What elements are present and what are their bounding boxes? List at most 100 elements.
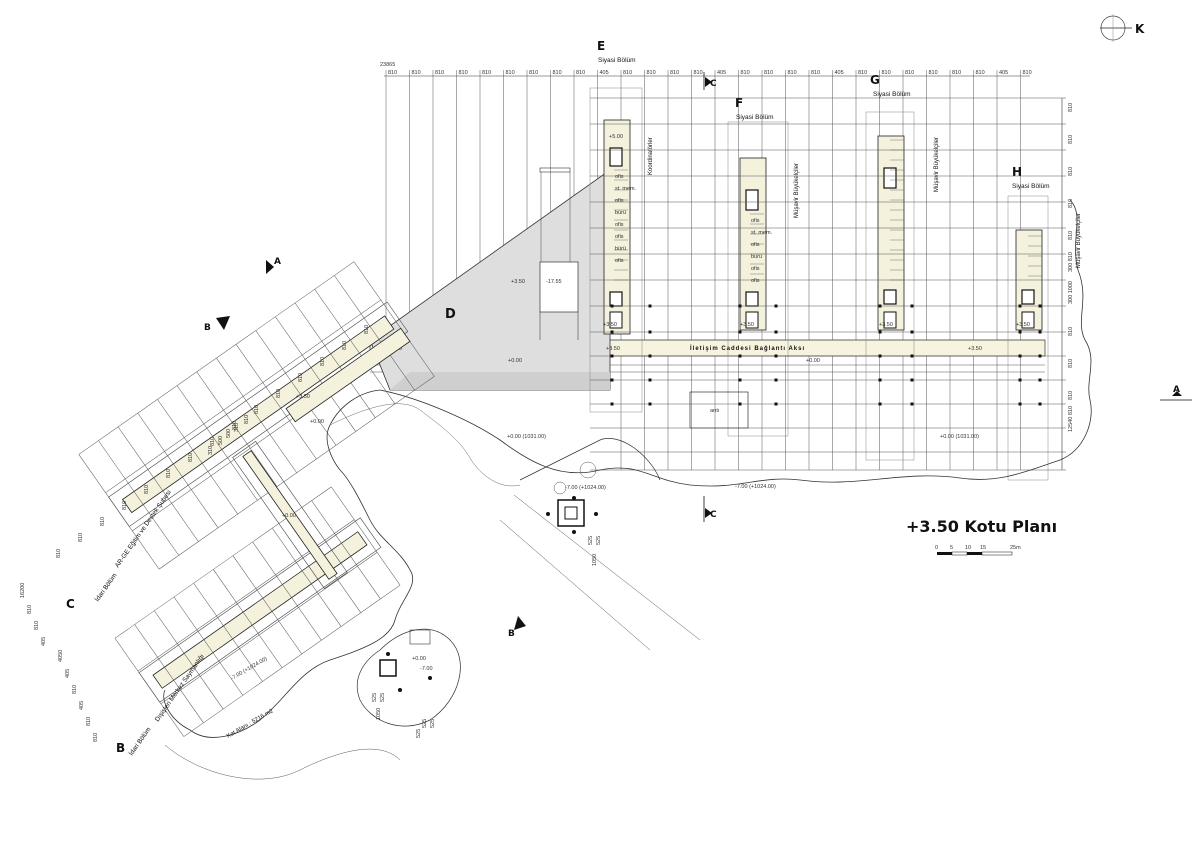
column-marker (610, 304, 614, 308)
diag-dim-label: 810 (100, 517, 106, 526)
right-dim-label: 300 1000 (1068, 281, 1074, 304)
grid-line (176, 385, 258, 501)
svg-text:C: C (710, 79, 717, 89)
top-dim-label: 810 (412, 70, 421, 76)
right-dim-label: 12540 810 (1068, 406, 1074, 432)
diag-dim-label: 810 (56, 549, 62, 558)
advisor-ambassadors-label-f: Müşavir Büyükelçiler (794, 163, 800, 218)
bottom-dim-4: 525 (372, 693, 378, 702)
grid-line (272, 528, 342, 627)
svg-text:A: A (1173, 385, 1180, 395)
advisor-ambassadors-label-g: Müşavir Büyükelçiler (934, 137, 940, 192)
bottom-dim-5: 525 (380, 693, 386, 702)
level-tag-g: +3.50 (879, 322, 893, 328)
column-marker (648, 378, 652, 382)
diag-dim-label: 810 (122, 501, 128, 510)
right-dim-label: 300 810 (1068, 252, 1074, 272)
diagonal-wing-lower: Dışişleri Merkez Saymanlığı İdari Bölüm … (114, 486, 401, 757)
block-letter-f: F (735, 96, 743, 110)
atrium-triangle: D +3.50 -17.55 (369, 167, 611, 391)
right-dim-label: 810 (1068, 199, 1074, 208)
grid-line (173, 596, 244, 696)
right-dim-label: 810 (1068, 167, 1074, 176)
diag-mid-dim-5: 500 (226, 429, 232, 438)
grid-line (275, 316, 356, 432)
column-marker (1038, 330, 1042, 334)
room-tag: ofis (751, 278, 760, 284)
section-marker-c-top: C (703, 72, 717, 90)
axis-label: İletişim Caddesi Bağlantı Aksı (690, 345, 805, 352)
top-dim-label: 810 (741, 70, 750, 76)
diag-mid-dim-4: 810 (244, 415, 250, 424)
grid-line (334, 275, 415, 391)
column-marker (1018, 402, 1022, 406)
block-f-label: Siyasi Bölüm (736, 114, 774, 121)
room-tag: ofis (615, 198, 624, 204)
top-dim-label: 810 (858, 70, 867, 76)
svg-text:A: A (274, 257, 281, 267)
column-marker (878, 354, 882, 358)
diagonal-mid-dims: 310 500 310 810 500 (208, 415, 250, 455)
grid-line (114, 486, 332, 639)
column-marker (648, 402, 652, 406)
level-tag-wing-1: +0.00 (310, 419, 324, 425)
grid-line (160, 552, 378, 705)
column-marker (1038, 304, 1042, 308)
bottom-dim-2: 525 (596, 536, 602, 545)
diag-dim-label: 810 (276, 389, 282, 398)
room-tag: ofis (751, 266, 760, 272)
level-tag-lower-2: -7.00 (+1024.00) (565, 485, 606, 491)
top-total-dim: 23865 (380, 62, 395, 68)
grid-line (213, 569, 283, 668)
svg-text:B: B (508, 629, 515, 639)
right-dim-label: 810 (1068, 103, 1074, 112)
grid-line (117, 426, 199, 542)
grid-line (255, 330, 337, 446)
grid-line (105, 299, 381, 493)
top-dim-label: 810 (623, 70, 632, 76)
column-marker (738, 330, 742, 334)
column-marker (738, 402, 742, 406)
level-tag-wing-2: +3.50 (296, 394, 310, 400)
section-marker-b-lower: B (508, 616, 526, 639)
admin-label-2: İdari Bölüm (126, 725, 152, 757)
coordinators-label: Koordinatörler (648, 137, 654, 175)
top-dim-label: 810 (952, 70, 961, 76)
top-dim-label: 810 (388, 70, 397, 76)
top-dim-label: 810 (553, 70, 562, 76)
block-letter-h: H (1012, 165, 1022, 179)
diag-mid-dim-1: 310 (208, 446, 214, 455)
column-marker (648, 330, 652, 334)
bottom-dim-1: 525 (588, 536, 594, 545)
right-dim-label: 810 (1068, 135, 1074, 144)
floor-area-label: Kat Alanı : 5216 m2 (226, 708, 275, 740)
top-dim-label: 810 (647, 70, 656, 76)
level-tag-corridor-3: +3.50 (606, 346, 620, 352)
admin-label-1: İdari Bölüm (92, 571, 118, 603)
scale-tick: 10 (965, 545, 971, 551)
room-tag: ofis (615, 222, 624, 228)
column-marker (878, 304, 882, 308)
diag-dim-label: 810 (320, 357, 326, 366)
bottom-dim-3: 1050 (592, 554, 598, 566)
level-tag-corridor-5: +3.50 (968, 346, 982, 352)
bottom-dim-6: 1050 (376, 708, 382, 720)
column-marker (878, 402, 882, 406)
column-marker (610, 330, 614, 334)
level-tag-pavilion: +0.00 (412, 656, 426, 662)
grid-line (98, 440, 179, 556)
column-marker (774, 378, 778, 382)
level-tag-e-top: +5.00 (609, 134, 623, 140)
block-letter-d: D (445, 307, 456, 322)
grid-line (154, 610, 224, 710)
scale-tick: 25m (1010, 545, 1021, 551)
room-tag: ofis (751, 218, 760, 224)
bottom-dim-9: 525 (416, 729, 422, 738)
